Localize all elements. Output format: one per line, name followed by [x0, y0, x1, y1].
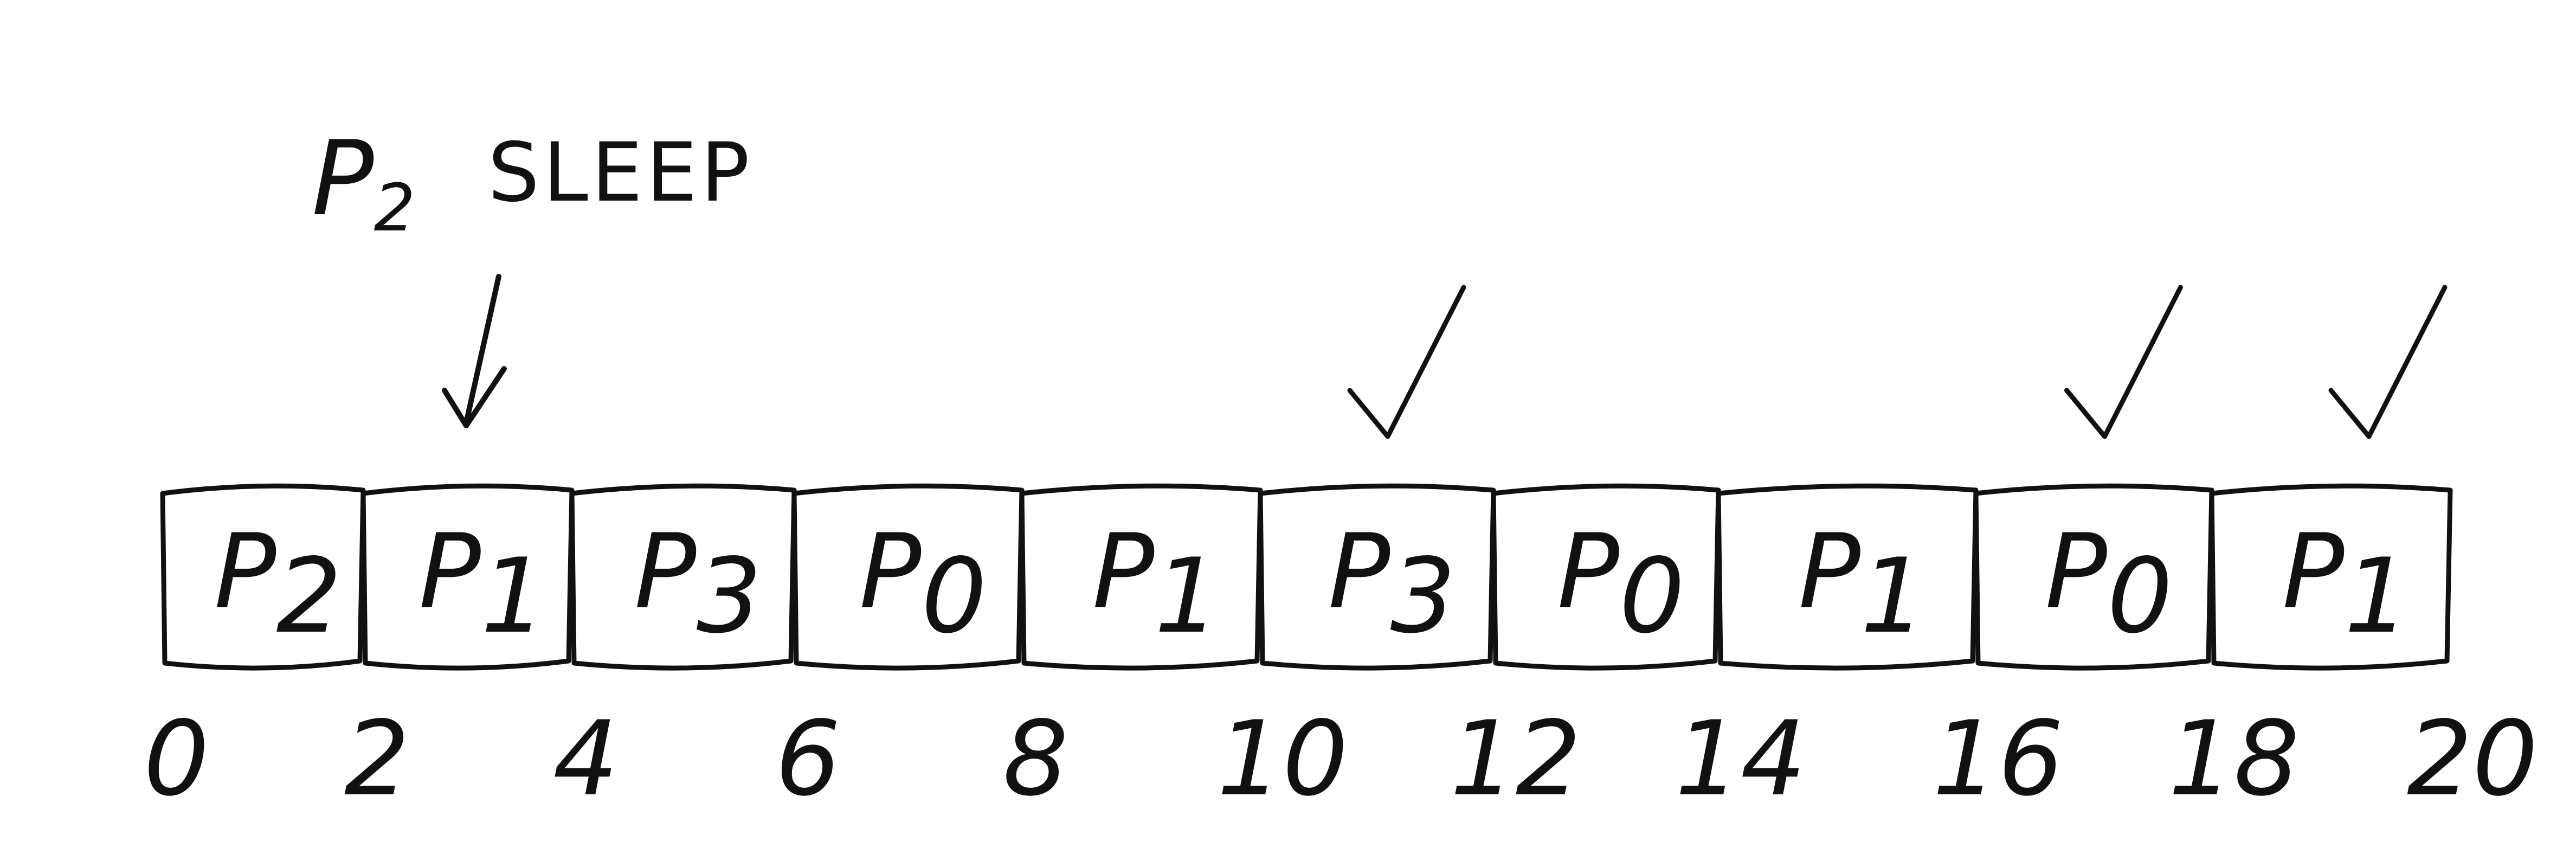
timeline-ticks: 0 2 4 6 8 10 12 14 16 18 20 — [144, 699, 2538, 819]
block-label: P2 — [214, 512, 342, 656]
block-outline — [1019, 483, 1263, 671]
timeline-block: P1 — [1019, 483, 1263, 671]
tick-label: 16 — [1933, 699, 2064, 819]
block-process-sub: 3 — [697, 536, 762, 656]
sleep-process-label: P2 — [312, 119, 415, 246]
block-process-sub: 1 — [2345, 536, 2410, 656]
check-icon — [2328, 285, 2448, 439]
timeline-block: P1 — [360, 483, 575, 671]
block-process-sub: 0 — [2107, 536, 2173, 656]
block-outline — [2209, 483, 2453, 671]
block-process-sub: 0 — [1619, 536, 1685, 656]
block-outline — [160, 483, 366, 671]
block-process-letter: P — [1092, 512, 1155, 632]
arrow-head — [442, 366, 507, 428]
check-icon — [1347, 285, 1466, 439]
block-outline — [1973, 483, 2214, 671]
block-outline — [791, 483, 1025, 671]
completion-checks — [1347, 285, 2448, 439]
tick-label: 10 — [1217, 699, 1348, 819]
block-label: P0 — [2045, 512, 2173, 656]
block-process-sub: 1 — [1860, 536, 1926, 656]
tick-label: 0 — [144, 699, 209, 819]
block-process-letter: P — [1799, 512, 1861, 632]
sleep-arrow-icon — [442, 274, 507, 428]
timeline-block: P0 — [1973, 483, 2214, 671]
tick-label: 12 — [1450, 699, 1581, 819]
timeline-block: P1 — [1716, 483, 1979, 671]
block-process-letter: P — [1557, 512, 1620, 632]
block-process-sub: 1 — [1155, 536, 1220, 656]
block-label: P1 — [419, 512, 546, 656]
block-label: P3 — [634, 512, 762, 656]
block-process-sub: 1 — [481, 536, 546, 656]
block-process-letter: P — [2045, 512, 2108, 632]
sleep-process-sub: 2 — [374, 171, 415, 246]
block-outline — [569, 483, 797, 671]
tick-label: 2 — [344, 699, 410, 819]
block-label: P1 — [1092, 512, 1220, 656]
timeline-block: P0 — [1491, 483, 1721, 671]
timeline-block: P3 — [569, 483, 797, 671]
block-process-letter: P — [1328, 512, 1390, 632]
timeline-block: P3 — [1258, 483, 1496, 671]
block-process-sub: 2 — [276, 536, 342, 656]
sleep-annotation: P2 SLEEP — [312, 119, 753, 246]
block-label: P3 — [1328, 512, 1456, 656]
tick-label: 4 — [553, 699, 619, 819]
timeline-block: P1 — [2209, 483, 2453, 671]
block-outline — [1491, 483, 1721, 671]
block-process-sub: 3 — [1390, 536, 1456, 656]
sleep-process-letter: P — [312, 119, 374, 239]
block-label: P0 — [1557, 512, 1685, 656]
arrow-shaft — [463, 274, 501, 426]
timeline-block: P0 — [791, 483, 1025, 671]
tick-label: 8 — [1003, 699, 1068, 819]
timeline-block: P2 — [160, 483, 366, 671]
block-process-letter: P — [859, 512, 922, 632]
block-label: P1 — [1799, 512, 1926, 656]
block-process-letter: P — [419, 512, 481, 632]
tick-label: 20 — [2407, 699, 2538, 819]
block-process-letter: P — [214, 512, 276, 632]
block-label: P0 — [859, 512, 987, 656]
block-outline — [1716, 483, 1979, 671]
check-icon — [2064, 285, 2183, 439]
sleep-text: SLEEP — [488, 126, 753, 220]
block-process-letter: P — [2282, 512, 2345, 632]
block-process-letter: P — [634, 512, 697, 632]
block-outline — [360, 483, 575, 671]
block-label: P1 — [2282, 512, 2410, 656]
tick-label: 14 — [1675, 699, 1806, 819]
tick-label: 6 — [775, 699, 841, 819]
block-process-sub: 0 — [922, 536, 987, 656]
block-outline — [1258, 483, 1496, 671]
tick-label: 18 — [2168, 699, 2300, 819]
